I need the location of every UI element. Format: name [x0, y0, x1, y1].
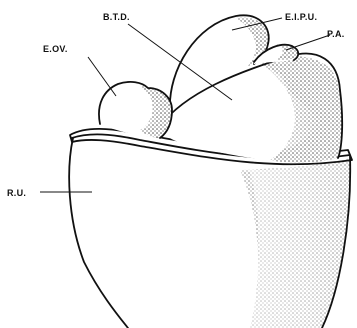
pa-label: P.A.: [327, 29, 345, 39]
ru-label: R.U.: [7, 188, 26, 198]
eov-leader-line: [88, 57, 116, 96]
btd-label: B.T.D.: [103, 12, 130, 22]
eov-label: E.OV.: [43, 44, 68, 54]
eipu-label: E.I.P.U.: [285, 12, 317, 22]
pa-leader-line: [286, 35, 330, 50]
ru-structure: [69, 137, 352, 328]
